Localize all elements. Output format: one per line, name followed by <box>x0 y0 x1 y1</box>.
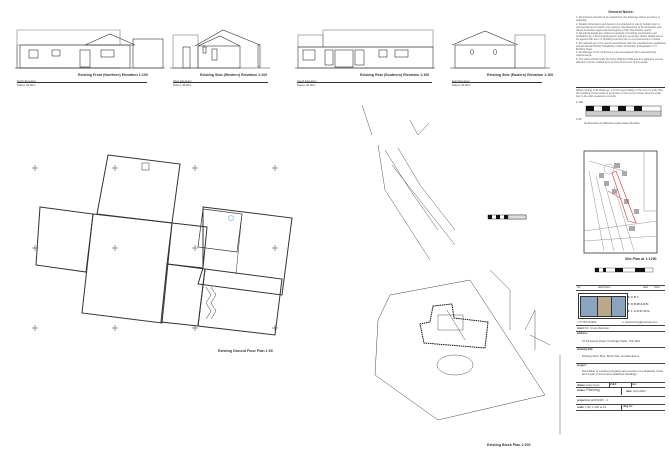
site-plan-scale-bar <box>594 267 654 273</box>
scale-value: 1:50, 1:100 at A1 <box>585 405 607 409</box>
scale-field: scale: 1:50, 1:100 at A1 <box>577 405 606 409</box>
scale-label-bottom: 1:50 <box>576 117 582 121</box>
elevation-east-drawing <box>450 30 550 69</box>
scale-note: All dimensions in millimetres unless sta… <box>584 122 640 125</box>
elevation-title: Existing Rear (Southern) Elevation 1:100 <box>360 73 430 77</box>
print-note: When printing of all drawings, it is the… <box>576 89 665 99</box>
elevation-title: Existing Side (Eastern) Elevation 1:100 <box>487 73 554 77</box>
rev-date-header: date <box>643 286 649 289</box>
site-plan-title: Site Plan at 1:1250 <box>625 257 657 261</box>
client-label: client: <box>577 327 585 330</box>
block-plan-drawing <box>361 104 561 435</box>
note-item: 1. Dimensions should not be scaled from … <box>576 16 660 22</box>
project-no-label: project no: <box>577 399 591 402</box>
drawn-value: Andy Gant <box>586 383 600 387</box>
logo-letter-f-icon <box>597 296 612 317</box>
elevation-title: Existing Front (Northern) Elevation 1:10… <box>78 73 148 77</box>
company-name-line2: FORWARD <box>628 302 650 306</box>
drawn-field: drawn: Andy Gant <box>577 383 599 387</box>
wc-fixture-icon <box>228 215 234 221</box>
elevation-south-drawing <box>295 29 435 69</box>
elevation-view-label: East Elevation <box>452 79 470 83</box>
address-label: address: <box>577 332 588 335</box>
elevation-datum: Datum 46.00m <box>173 83 192 87</box>
address-value: 15 Pinewood Road, Tunbridge Wells, TN2 3… <box>582 339 641 343</box>
general-scale-bar: 1:100 1:50 All dimensions in millimetres… <box>576 100 666 130</box>
rev-no-header: No. <box>577 286 582 289</box>
floor-plan-drawing <box>32 154 293 336</box>
chkd-label: chkd: <box>610 383 617 386</box>
block-plan-title: Existing Block Plan 1:200 <box>487 443 531 447</box>
elevation-north-drawing <box>15 29 165 69</box>
floor-plan-title: Existing Ground Floor Plan 1:50 <box>218 349 273 353</box>
company-email: e: efpplanning@outlook.com <box>622 320 658 324</box>
elevation-title: Existing Side (Western) Elevation 1:100 <box>200 73 268 77</box>
scale-label: scale: <box>577 406 585 409</box>
status-field: status: Planning <box>577 388 600 392</box>
elevation-datum: Datum 46.00m <box>17 83 36 87</box>
project-no-value: EFP/2405 - 4 <box>591 398 608 402</box>
company-logo: EARY FORWARD PLANNING <box>576 292 665 319</box>
date-value: April 2020 <box>632 389 646 393</box>
status-label: status: <box>577 389 586 392</box>
company-name-line3: PLANNING <box>628 309 651 313</box>
general-notes: General Notes: 1. Dimensions should not … <box>576 10 666 65</box>
date-field: date: April 2020 <box>626 389 645 393</box>
drawing-title-value: Existing Floor Plan, Block Plan and Elev… <box>582 354 640 358</box>
company-name-line1: EARY <box>628 295 640 299</box>
title-block: No. description date chkd EARY FORWARD P… <box>576 285 665 460</box>
note-item: 3. Structural details are subject to ana… <box>576 32 663 42</box>
project-label: project: <box>577 364 587 367</box>
scale-label-top: 1:100 <box>576 100 583 104</box>
notes-heading: General Notes: <box>608 10 634 14</box>
project-no-field: project no: EFP/2405 - 4 <box>577 398 608 402</box>
print-note-text: When printing of all drawings, it is the… <box>576 89 663 98</box>
logo-letter-e-icon <box>580 296 598 317</box>
site-plan-map <box>583 150 658 254</box>
drawn-label: drawn: <box>577 384 586 387</box>
elevation-view-label: North Elevation <box>17 79 37 83</box>
grid-markers <box>32 165 278 331</box>
elevation-view-label: South Elevation <box>297 79 317 83</box>
logo-box <box>578 293 628 319</box>
rev-label: rev: <box>632 383 637 386</box>
revision-header: No. description date chkd <box>576 286 665 290</box>
elevation-west-drawing <box>170 29 270 69</box>
elevation-datum: Datum 46.00m <box>452 83 471 87</box>
status-value: Planning <box>586 388 600 392</box>
logo-letter-p-icon <box>611 296 626 317</box>
existing-building-footprint <box>419 303 489 349</box>
rev-chkd-header: chkd <box>654 286 660 289</box>
note-item: 4. All methods are to be used in accorda… <box>576 41 666 51</box>
drawing-title-label: drawing title: <box>577 348 594 351</box>
date-label: date: <box>626 390 633 393</box>
client-field: client: Mr. Cross Weitman <box>577 326 609 330</box>
elevation-view-label: West Elevation <box>173 79 192 83</box>
block-plan-scale-bar <box>487 214 527 220</box>
elevation-datum: Datum 46.00m <box>297 83 316 87</box>
note-item: 2. Details, dimensions and levels to be … <box>576 22 662 32</box>
dwg-no-label: dwg no: <box>623 405 633 408</box>
company-phone: t: 07787734404 <box>577 320 597 324</box>
note-item: 6. The client should notify the Party Wa… <box>576 57 664 64</box>
project-value: Demolition of existing bungalow and erec… <box>582 369 664 377</box>
client-value: Mr. Cross Weitman <box>585 326 610 330</box>
rev-description-header: description <box>598 286 611 289</box>
note-item: 5. All drainage to be confirmed on site … <box>576 51 657 58</box>
